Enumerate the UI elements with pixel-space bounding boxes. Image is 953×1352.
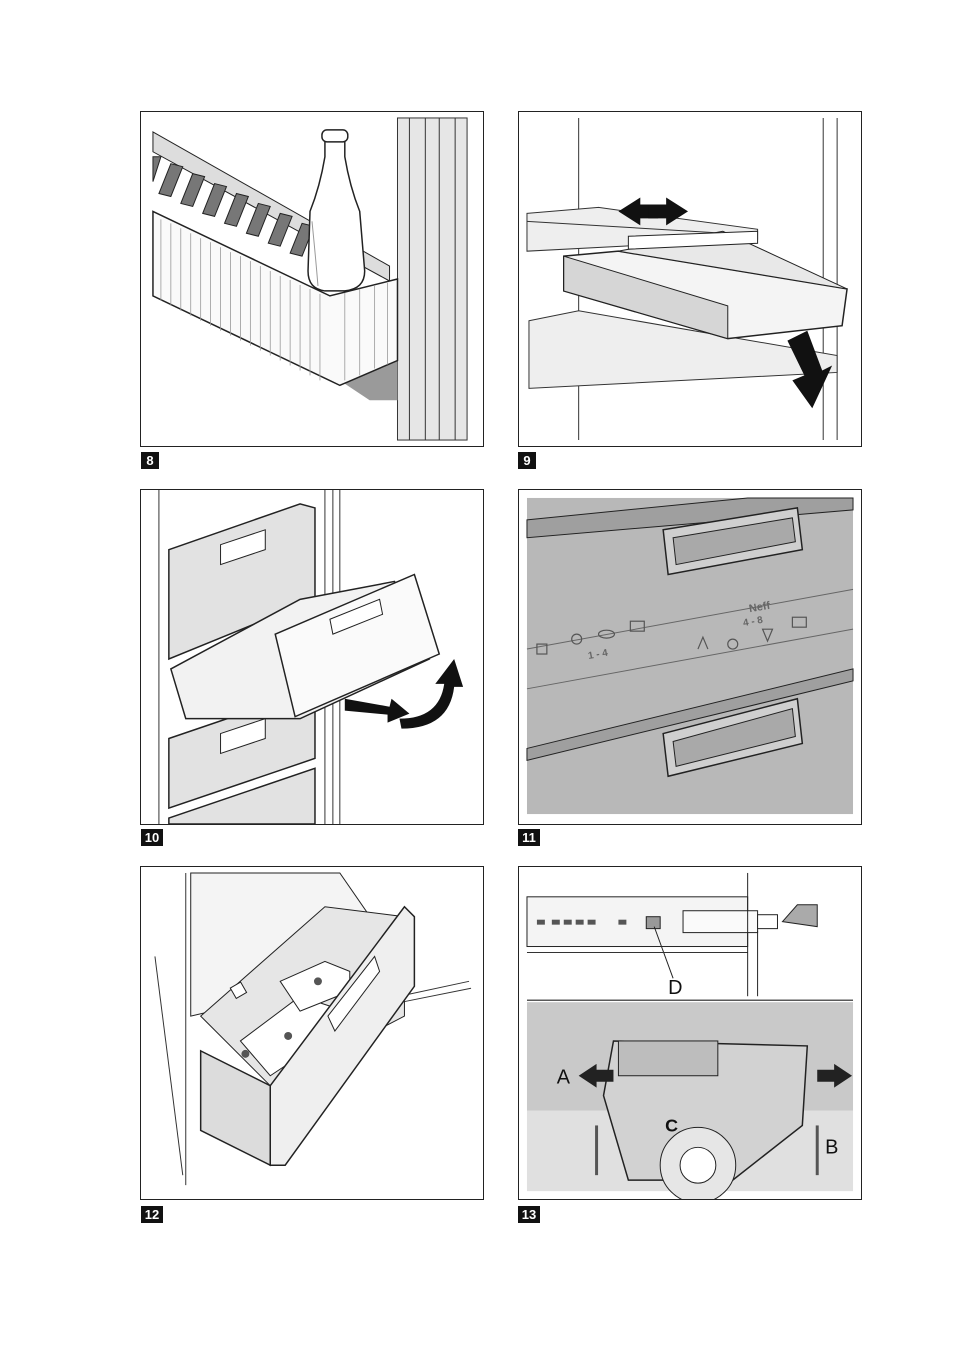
figure-10-illustration — [140, 489, 484, 825]
figure-number-11: 11 — [518, 829, 540, 846]
shelf-with-box-drawing — [519, 112, 861, 446]
figure-number-13: 13 — [518, 1206, 540, 1223]
figure-number-12: 12 — [141, 1206, 163, 1223]
control-panel-drawing: Neff 4 - 8 1 - 4 — [519, 490, 861, 824]
figure-number-9: 9 — [518, 452, 536, 469]
label-a: A — [557, 1067, 571, 1089]
label-c: C — [665, 1115, 678, 1135]
drawer-removal-drawing — [141, 490, 483, 824]
freezer-drawer-ice-packs-drawing — [141, 867, 483, 1199]
label-d: D — [668, 977, 682, 999]
figure-11-illustration: Neff 4 - 8 1 - 4 — [518, 489, 862, 825]
figure-12-illustration — [140, 866, 484, 1200]
figure-number-10: 10 — [141, 829, 163, 846]
figure-9-illustration — [518, 111, 862, 447]
figure-number-8: 8 — [141, 452, 159, 469]
fan-cover-removal-drawing: D A B C — [519, 867, 861, 1199]
label-b: B — [825, 1136, 838, 1158]
figure-8-illustration — [140, 111, 484, 447]
figure-13-illustration: D A B C — [518, 866, 862, 1200]
door-shelf-bottle-drawing — [141, 112, 483, 446]
